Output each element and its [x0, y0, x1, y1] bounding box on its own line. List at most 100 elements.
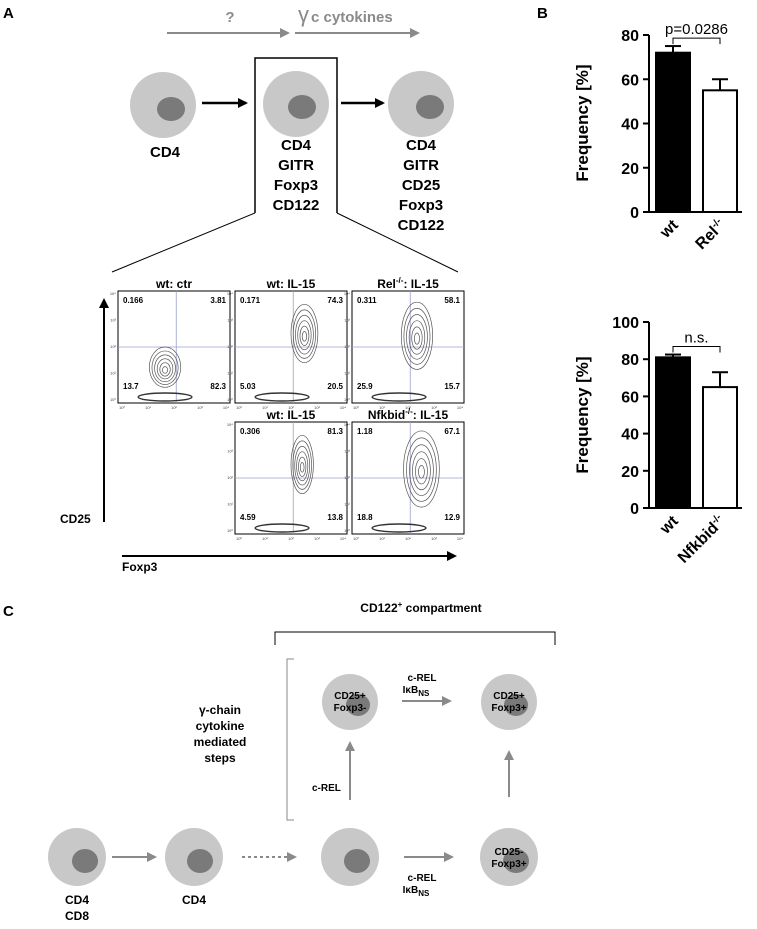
- facs-y-tick-label: 10³: [227, 449, 233, 454]
- zoom-box: [254, 57, 338, 213]
- gamma-chain-line-1: γ-chain: [199, 703, 241, 717]
- arrow-c-top-label-1: c-REL: [408, 673, 437, 684]
- facs-y-tick-label: 10²: [227, 344, 233, 349]
- zoom-line-left: [111, 212, 256, 273]
- facs-x-tick-label: 10³: [431, 405, 437, 410]
- facs-x-tick-label: 10⁰: [236, 405, 242, 410]
- cell-a2-marker-1: CD4: [281, 137, 312, 154]
- cell-a2-marker-2: GITR: [278, 157, 314, 174]
- cell-c-cd4cd8: [48, 828, 106, 886]
- facs-x-tick-label: 10⁰: [236, 536, 242, 541]
- bar-y-axis-label: Frequency [%]: [573, 356, 592, 473]
- cell-c-cd25pos-foxp3pos: CD25+ Foxp3+: [481, 674, 537, 730]
- cell-c-cd122: [321, 828, 379, 886]
- facs-plot-title: wt: IL-15: [266, 277, 316, 291]
- arrow-c-bottom-sub: NS: [418, 889, 430, 898]
- facs-contour: [403, 308, 431, 365]
- facs-contour: [411, 326, 423, 350]
- cell-c-cd4: [165, 828, 223, 886]
- facs-x-tick-label: 10⁰: [119, 405, 125, 410]
- gamma-chain-line-4: steps: [204, 751, 236, 765]
- facs-y-tick-label: 10¹: [344, 371, 350, 376]
- facs-quadrant-ul: 0.166: [123, 296, 144, 305]
- facs-x-tick-label: 10¹: [262, 405, 268, 410]
- panel-a-label: A: [3, 5, 14, 22]
- facs-y-tick-label: 10⁴: [344, 422, 350, 427]
- gamma-chain-line-3: mediated: [194, 735, 247, 749]
- facs-contour: [162, 366, 169, 374]
- facs-y-tick-label: 10²: [344, 344, 350, 349]
- facs-x-axis-label: Foxp3: [122, 560, 158, 574]
- top-arrow-left-label: ?: [225, 9, 234, 26]
- facs-quadrant-ll: 25.9: [357, 382, 373, 391]
- bar: [702, 386, 738, 510]
- facs-y-tick-label: 10²: [110, 344, 116, 349]
- facs-quadrant-ur: 67.1: [444, 427, 460, 436]
- facs-quadrant-ur: 81.3: [327, 427, 343, 436]
- facs-x-tick-label: 10⁴: [457, 405, 463, 410]
- facs-y-tick-label: 10²: [227, 475, 233, 480]
- facs-baseline-contour: [254, 392, 310, 402]
- facs-plot-title: Nfkbid-/-: IL-15: [368, 407, 449, 422]
- facs-y-tick-label: 10⁴: [227, 422, 233, 427]
- facs-x-tick-label: 10²: [288, 536, 294, 541]
- facs-y-tick-label: 10³: [344, 318, 350, 323]
- facs-plot-title-base: Nfkbid: [368, 408, 405, 422]
- facs-contour: [408, 320, 426, 355]
- facs-quadrant-ul: 0.171: [240, 296, 261, 305]
- cell-a3: [388, 71, 454, 137]
- facs-quadrant-lr: 20.5: [327, 382, 343, 391]
- facs-y-tick-label: 10³: [110, 318, 116, 323]
- facs-quadrant-lr: 82.3: [210, 382, 226, 391]
- facs-baseline-contour: [371, 523, 427, 533]
- arrow-c-vertical-label: c-REL: [312, 783, 341, 794]
- gamma-chain-label: γ-chain cytokine mediated steps: [194, 703, 247, 765]
- facs-x-tick-label: 10⁴: [340, 405, 346, 410]
- facs-contour: [297, 320, 312, 351]
- facs-contour: [409, 444, 434, 496]
- facs-x-tick-label: 10³: [431, 536, 437, 541]
- cell-a1-marker-1: CD4: [150, 144, 181, 161]
- arrow-c-top-sub: NS: [418, 689, 430, 698]
- bar-y-tick-label: 20: [621, 464, 639, 481]
- panel-b-label: B: [537, 5, 548, 22]
- facs-plot-title: Rel-/-: IL-15: [377, 276, 439, 291]
- bar-y-tick-label: 60: [621, 72, 639, 89]
- facs-x-tick-label: 10²: [405, 405, 411, 410]
- facs-y-tick-label: 10⁴: [344, 291, 350, 296]
- cell-c-br-line-2: Foxp3+: [491, 859, 526, 870]
- panel-c-label: C: [3, 603, 14, 620]
- bar-y-tick-label: 60: [621, 389, 639, 406]
- facs-contour: [296, 451, 309, 482]
- facs-quadrant-ul: 0.311: [357, 296, 377, 305]
- bar-y-axis-label: Frequency [%]: [573, 64, 592, 181]
- facs-y-tick-label: 10³: [344, 449, 350, 454]
- facs-quadrant-lr: 13.8: [327, 513, 343, 522]
- facs-x-tick-label: 10⁴: [457, 536, 463, 541]
- facs-quadrant-ll: 4.59: [240, 513, 256, 522]
- facs-x-tick-label: 10²: [171, 405, 177, 410]
- bar-y-tick-label: 40: [621, 427, 639, 444]
- cell-a1-label: CD4: [150, 144, 181, 161]
- facs-x-tick-label: 10¹: [262, 536, 268, 541]
- facs-contour: [412, 451, 431, 491]
- cell-a2-marker-4: CD122: [273, 197, 320, 214]
- facs-y-tick-label: 10⁰: [110, 397, 116, 402]
- cell-a3-marker-3: CD25: [402, 177, 440, 194]
- gamma-chain-line-2: cytokine: [196, 719, 245, 733]
- cell-a2-marker-3: Foxp3: [274, 177, 318, 194]
- facs-contour: [159, 362, 171, 377]
- bar-category-base: wt: [657, 216, 683, 242]
- facs-y-tick-label: 10⁰: [227, 397, 233, 402]
- facs-contour: [301, 331, 308, 342]
- facs-quadrant-lr: 15.7: [444, 382, 460, 391]
- bar-category-label: Nfkbid-/-: [674, 512, 729, 567]
- facs-y-tick-label: 10³: [227, 318, 233, 323]
- facs-x-tick-label: 10⁰: [353, 405, 359, 410]
- gamma-symbol: γ: [298, 2, 309, 27]
- facs-contour: [400, 301, 433, 370]
- facs-y-axis-label: CD25: [60, 512, 91, 526]
- facs-contour: [298, 456, 307, 477]
